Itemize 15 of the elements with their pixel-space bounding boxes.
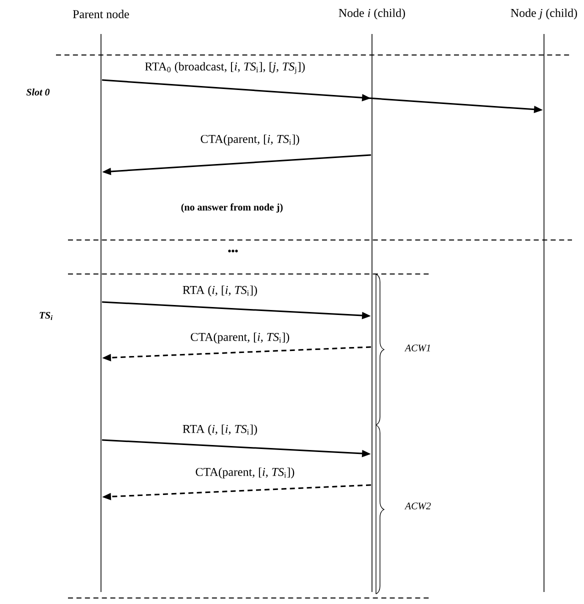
edge-label: CTA(parent, [i, TS$_{i}$]) (190, 332, 290, 344)
edge-label: RTA (i, [i, TS$_{i}$]) (182, 285, 258, 297)
lifeline-heading: Node j (child) (510, 8, 577, 20)
lifeline-heading: Node i (child) (338, 8, 405, 20)
slot-label: Slot 0 (26, 88, 50, 96)
edge-label: CTA(parent, [i, TS$_{i}$]) (200, 134, 300, 146)
edge-label: CTA(parent, [i, TS$_{i}$]) (194, 467, 296, 479)
edge-label: RTA (i, [i, TS$_{i}$]) (182, 424, 258, 436)
lifeline-heading: Parent node (72, 10, 129, 18)
note-text: (no answer from node j) (181, 203, 283, 213)
slot-label: TS$_{i}$ (40, 312, 52, 320)
window-label: ACW1 (404, 344, 430, 352)
window-label: ACW2 (404, 502, 431, 510)
ellipsis: ••• (228, 250, 238, 252)
edge-label: RTA$_{0}$ (broadcast, [i, TS$_{i}$], [j, TS$_{j}$]) (144, 62, 306, 74)
